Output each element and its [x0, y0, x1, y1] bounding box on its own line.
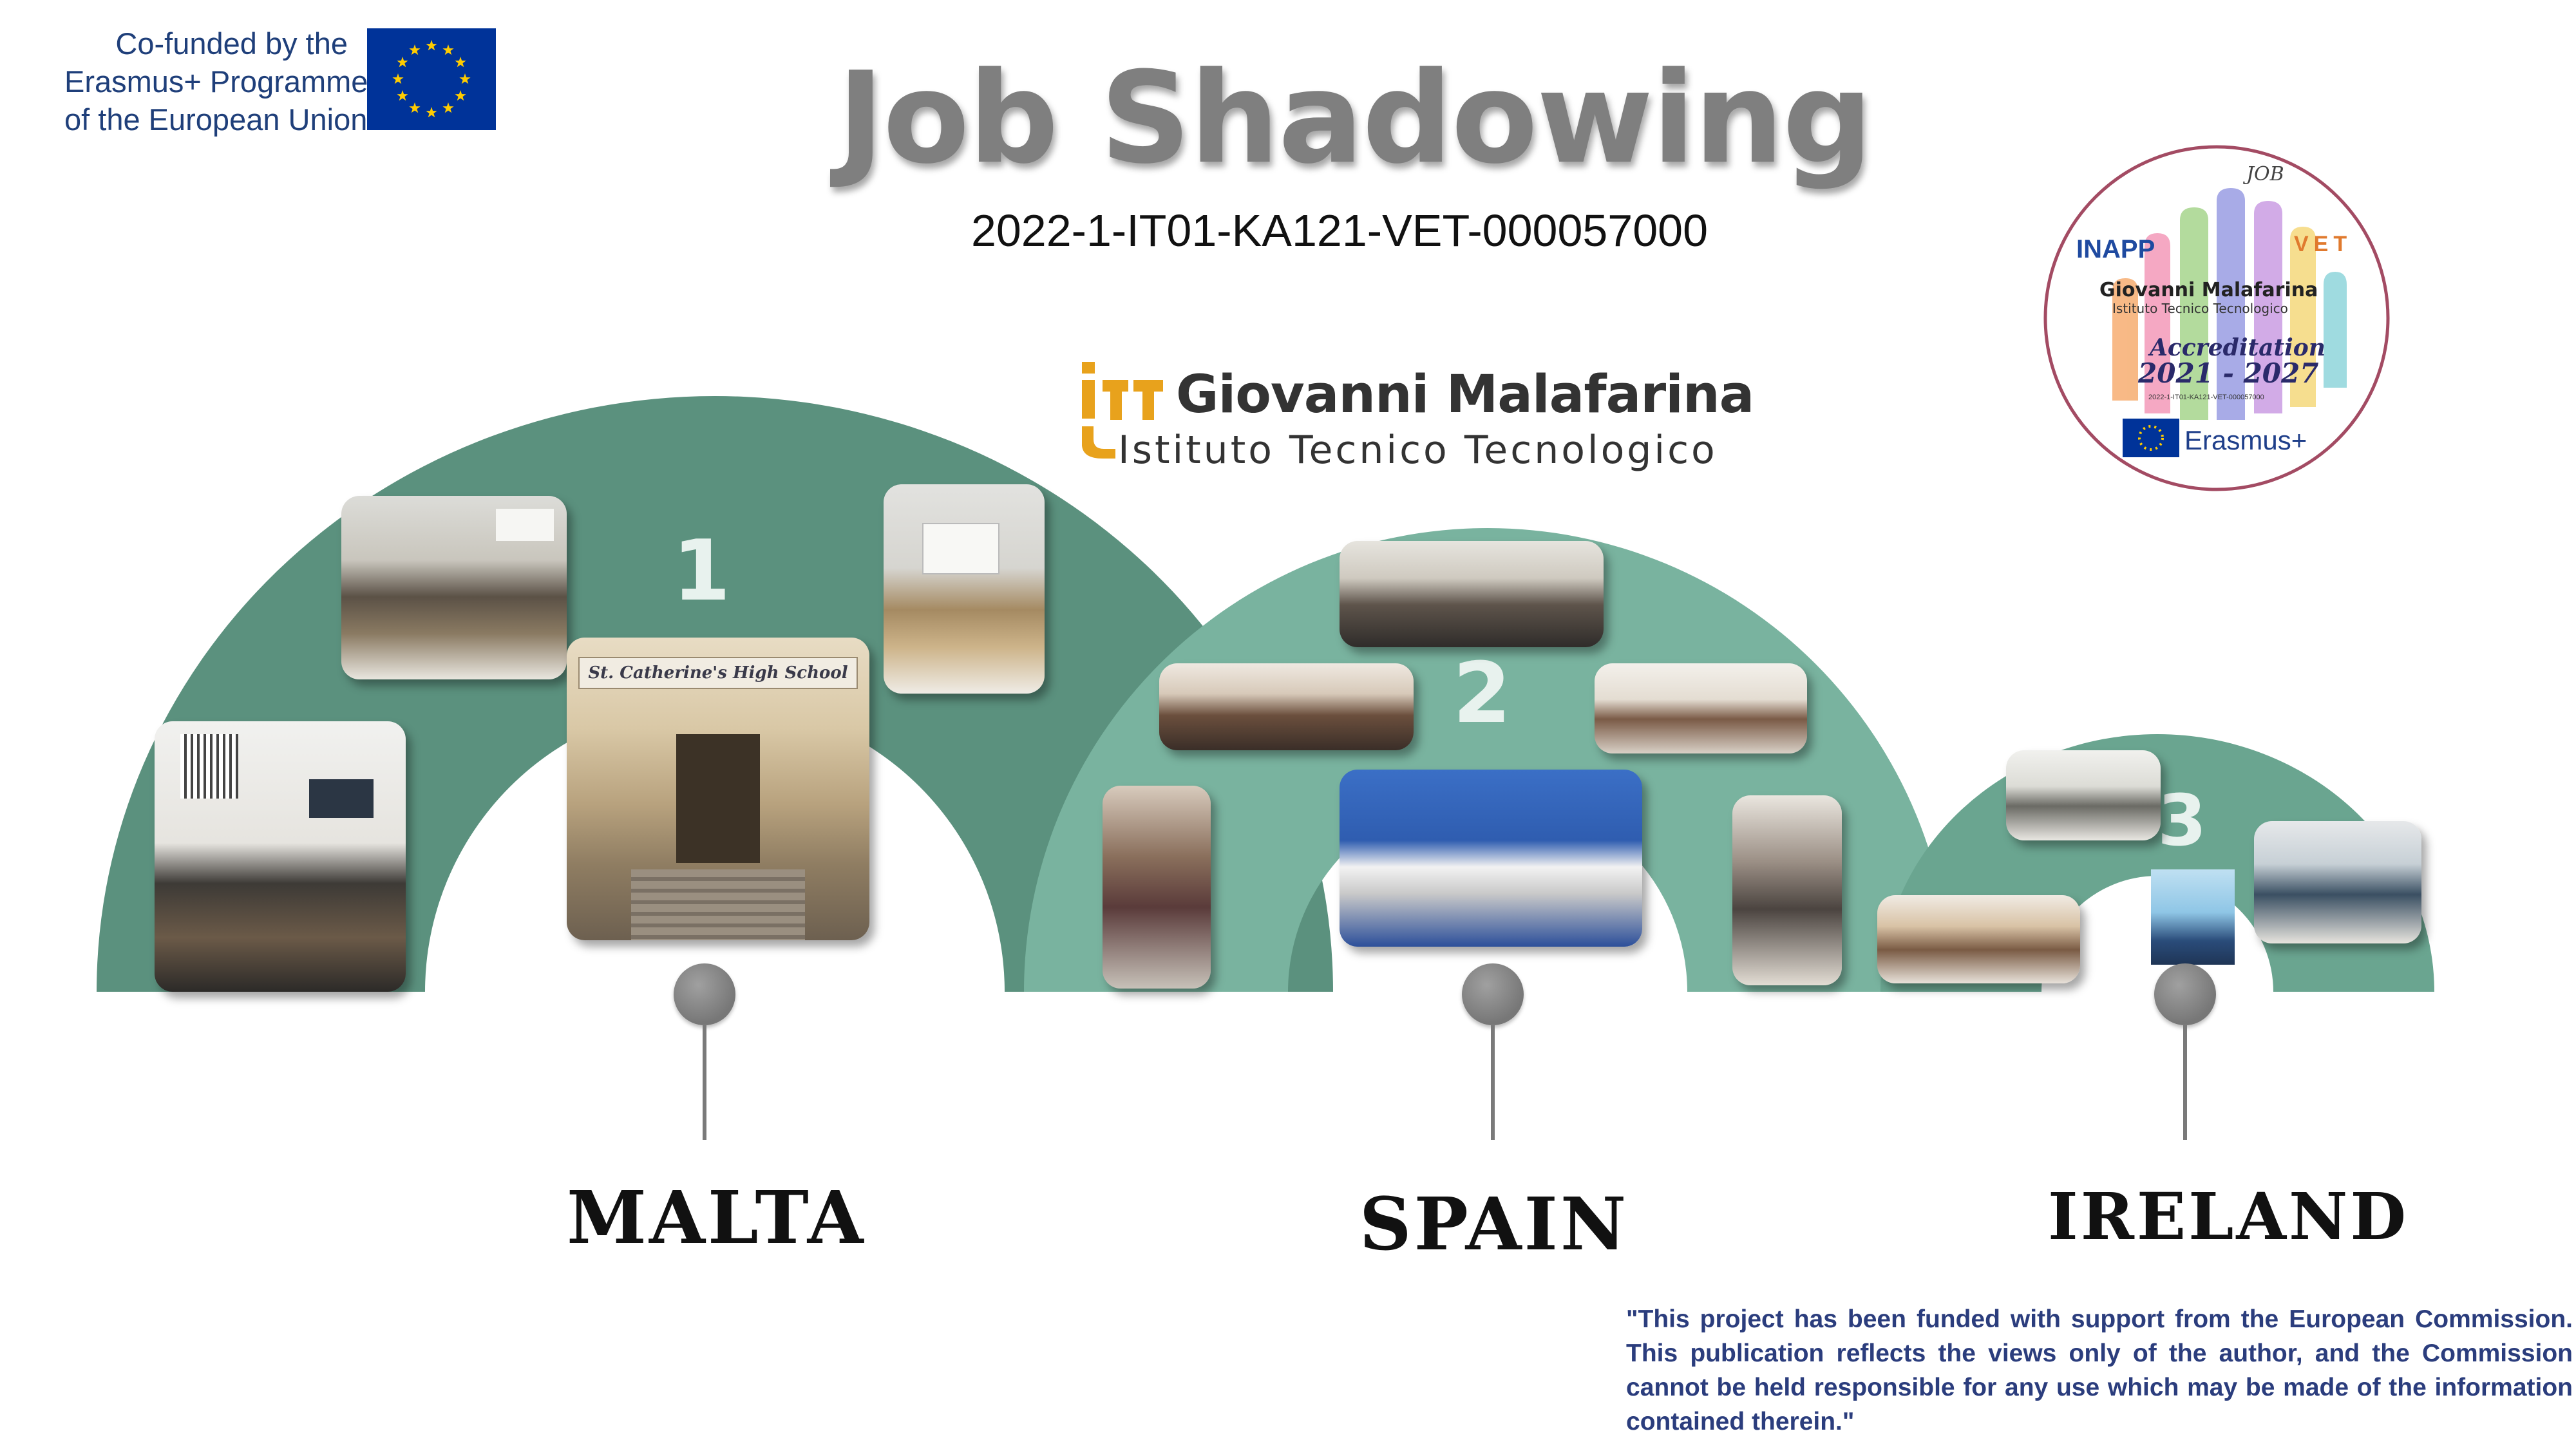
- malta-school-sign: St. Catherine's High School: [588, 663, 848, 683]
- badge-job-text: JOB: [2242, 163, 2284, 185]
- eu-flag-icon: [367, 28, 496, 130]
- eu-star-icon: [409, 44, 421, 55]
- photo-spain-group-1: [1159, 663, 1414, 750]
- eu-line-3: of the European Union: [64, 102, 368, 137]
- pin-malta: [674, 963, 735, 1025]
- photo-ireland-classroom-1: [2006, 750, 2161, 840]
- pin-line-malta: [703, 1024, 706, 1140]
- badge-school-sub-text: Istituto Tecnico Tecnologico: [2112, 301, 2288, 316]
- project-code: 2022-1-IT01-KA121-VET-000057000: [971, 205, 1709, 256]
- photo-spain-group-2: [1340, 770, 1642, 947]
- pin-spain: [1462, 963, 1524, 1025]
- eu-star-icon: [392, 73, 404, 84]
- country-label-malta: MALTA: [567, 1176, 866, 1260]
- pin-line-ireland: [2183, 1024, 2187, 1140]
- badge-years-text: 2021 - 2027: [2137, 357, 2318, 389]
- country-label-ireland: IRELAND: [2048, 1179, 2409, 1255]
- photo-spain-classroom-1: [1340, 541, 1604, 647]
- badge-erasmus-text: Erasmus+: [2184, 425, 2307, 455]
- photo-malta-classroom-1: [155, 721, 406, 992]
- school-logo-icon: [1082, 362, 1163, 459]
- page-title: Job Shadowing: [837, 45, 1873, 192]
- eu-star-icon: [455, 57, 466, 68]
- school-subtitle: Istituto Tecnico Tecnologico: [1118, 428, 1718, 473]
- photo-ireland-visitors: [2151, 869, 2235, 965]
- eu-star-icon: [397, 90, 408, 101]
- pin-ireland: [2154, 963, 2216, 1025]
- eu-star-icon: [409, 102, 421, 113]
- funding-disclaimer: "This project has been funded with suppo…: [1626, 1305, 2573, 1435]
- eu-star-icon: [426, 107, 437, 118]
- eu-star-icon: [426, 40, 437, 51]
- eu-star-icon: [459, 73, 471, 84]
- pin-line-spain: [1491, 1024, 1495, 1140]
- photo-malta-school-entrance: St. Catherine's High School: [567, 638, 869, 940]
- eu-star-icon: [442, 102, 454, 113]
- country-label-spain: SPAIN: [1359, 1182, 1629, 1267]
- badge-accreditation-text: Accreditation: [2148, 334, 2325, 361]
- eu-star-icon: [442, 44, 454, 55]
- photo-malta-classroom-2: [341, 496, 567, 679]
- eu-line-2: Erasmus+ Programme: [64, 64, 368, 99]
- photo-spain-classroom-3: [1877, 895, 2080, 983]
- badge-inapp-text: INAPP: [2076, 235, 2155, 263]
- eu-cofunded-text: Co-funded by the Erasmus+ Programme of t…: [64, 24, 368, 138]
- eu-star-icon: [397, 57, 408, 68]
- photo-spain-classroom-2: [1595, 663, 1807, 753]
- photo-malta-classroom-3: [884, 484, 1045, 694]
- photo-spain-student-2: [1732, 795, 1842, 985]
- badge-school-text: Giovanni Malafarina: [2099, 279, 2318, 301]
- eu-star-icon: [455, 90, 466, 101]
- badge-eu-flag-icon: [2123, 419, 2179, 457]
- eu-line-1: Co-funded by the: [115, 26, 348, 61]
- photo-ireland-classroom-2: [2254, 821, 2421, 943]
- stage-number-2: 2: [1453, 644, 1511, 742]
- arc-spain: [1024, 528, 1951, 992]
- stage-number-3: 3: [2157, 779, 2207, 862]
- photo-spain-student-1: [1103, 786, 1211, 989]
- stage-number-1: 1: [672, 522, 731, 620]
- badge-vet-text: VET: [2294, 232, 2352, 256]
- school-name: Giovanni Malafarina: [1176, 365, 1754, 425]
- badge-code-text: 2022-1-IT01-KA121-VET-000057000: [2148, 393, 2264, 401]
- accreditation-badge: JOB INAPP VET Giovanni Malafarina Istitu…: [2043, 145, 2390, 491]
